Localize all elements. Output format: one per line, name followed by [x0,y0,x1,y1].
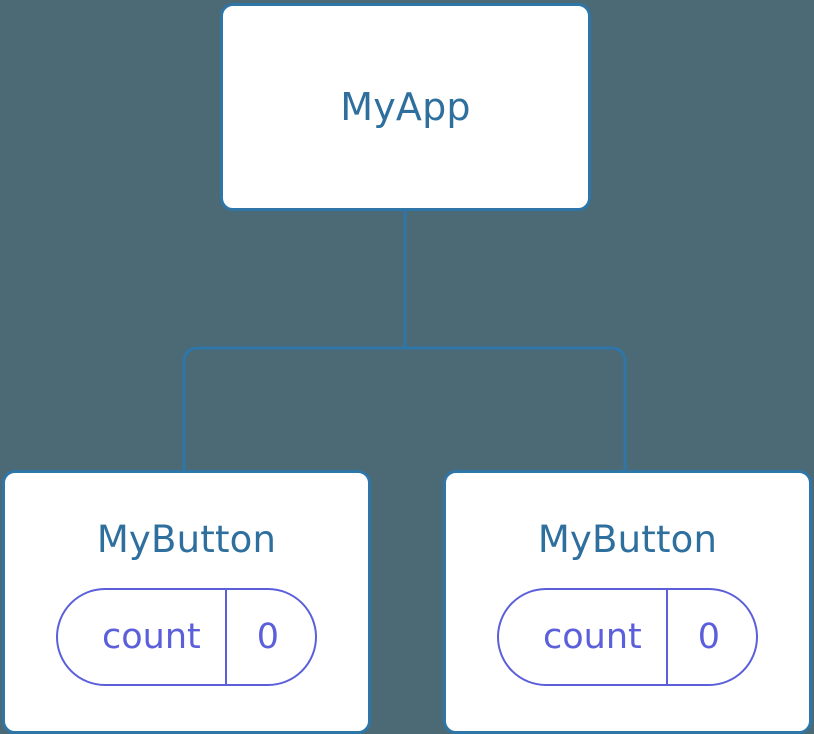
node-label: MyButton [537,518,718,561]
state-value: 0 [665,590,756,684]
state-key: count [542,616,642,657]
node-label: MyButton [96,518,277,561]
state-key: count [101,616,201,657]
state-pill[interactable]: count 0 [55,588,318,686]
state-value: 0 [224,590,315,684]
tree-node-mybutton-0[interactable]: MyButton count 0 [2,470,371,734]
tree-node-mybutton-1[interactable]: MyButton count 0 [443,470,812,734]
state-pill[interactable]: count 0 [496,588,759,686]
node-label: MyApp [340,85,471,129]
tree-node-root[interactable]: MyApp [220,3,591,211]
connector-branch-right [405,346,627,471]
connector-branch-left [182,346,405,471]
